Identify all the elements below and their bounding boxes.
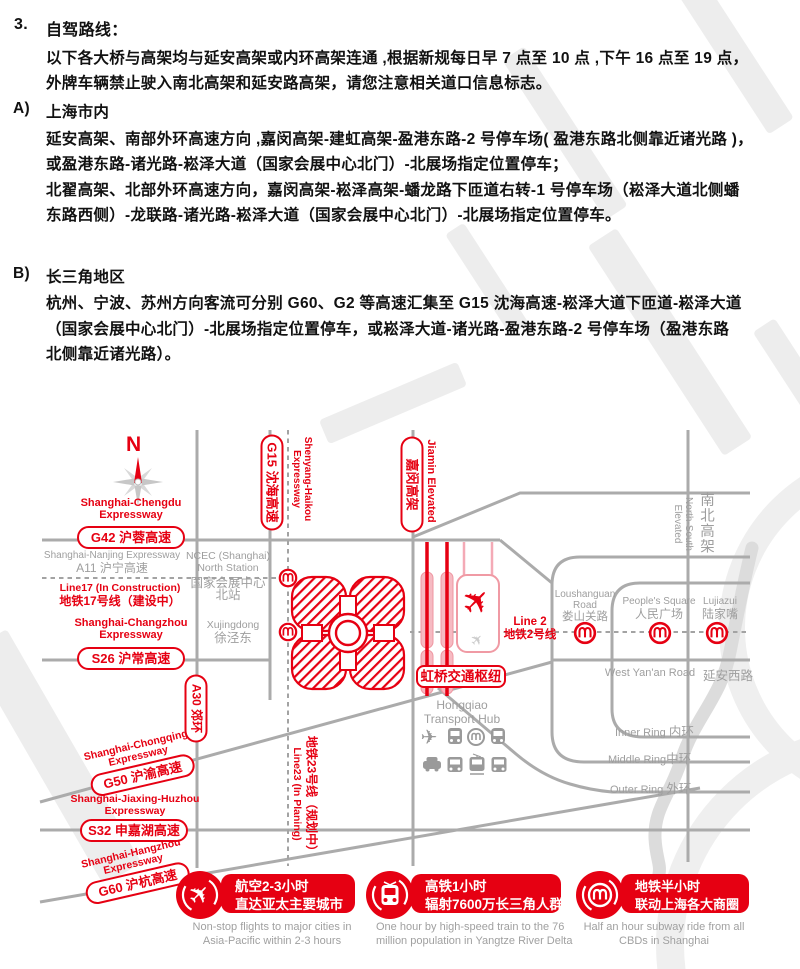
g42-badge: G42 沪蓉高速 — [77, 526, 185, 549]
ncec-station-label: NCEC (Shanghai)North Station 国家会展中心 北站 — [185, 550, 271, 602]
xujingdong-label: Xujingdong 徐泾东 — [206, 619, 260, 645]
line23-zh-label: 地铁23号线（规划中） — [304, 735, 319, 858]
a-line1: 延安高架、南部外环高速方向 ,嘉闵高架-建虹高架-盈港东路-2 号停车场( 盈港… — [46, 131, 754, 148]
a-line3: 北翟高架、北部外环高速方向，嘉闵高架-崧泽高架-蟠龙路下匝道右转-1 号停车场（… — [46, 182, 740, 199]
tram-icon — [469, 753, 485, 775]
section3-number: 3. — [14, 16, 28, 33]
bus2-icon — [491, 757, 507, 772]
west-yanan-zh-label: 延安西路 — [702, 669, 753, 683]
a-line4: 东路西侧）-龙联路-诸光路-崧泽大道（国家会展中心北门）-北展场指定位置停车。 — [46, 207, 621, 224]
a11-label: Shanghai-Nanjing Expressway A11 沪宁高速 — [43, 550, 181, 575]
west-yanan-en-label: West Yan'an Road — [604, 667, 696, 679]
compass-icon — [113, 457, 163, 506]
sectionB-label: B) — [13, 265, 30, 282]
train-icon — [366, 871, 414, 919]
highspeed-train-icon — [491, 728, 505, 744]
line23-en-label: Line23 (In Planing) — [291, 747, 303, 841]
intro-line2: 外牌车辆禁止驶入南北高架和延安路高架，请您注意相关道口信息标志。 — [46, 75, 552, 92]
b-line1: 杭州、宁波、苏州方向客流可分别 G60、G2 等高速汇集至 G15 沈海高速-崧… — [46, 295, 742, 312]
plane-icon: ✈ — [421, 727, 438, 749]
hub-transport-icons: ✈ — [421, 727, 507, 775]
north-south-elevated-zh-label: 南北高架 — [698, 492, 714, 554]
intro-line1: 以下各大桥与高架均与延安高架或内环高架连通 ,根据新规每日早 7 点至 10 点… — [46, 50, 749, 67]
station-lujiazui-label: Lujiazui 陆家嘴 — [701, 596, 738, 621]
necc-clover — [290, 575, 406, 691]
section3-title: 自驾路线： — [46, 22, 128, 39]
ring-outer-label: Outer Ring 外环 — [610, 782, 692, 796]
feature-flight-title: 航空2-3小时直达亚太主要城市 — [221, 874, 355, 913]
line17-label: Line17 (In Construction) 地铁17号线（建设中） — [59, 582, 181, 608]
car-icon — [423, 757, 441, 772]
train-icon — [448, 728, 462, 744]
metro-logo-icon — [467, 728, 485, 746]
b-line3: 北侧靠近诸光路）。 — [46, 346, 181, 363]
plane-icon: ✈ — [176, 871, 224, 919]
s32-badge: S32 申嘉湖高速 — [80, 819, 188, 842]
s26-badge: S26 沪常高速 — [77, 647, 185, 670]
jiamin-en-label: Jiamin Elevated — [425, 439, 437, 523]
sectionA-label: A) — [13, 100, 30, 117]
g15-badge: G15 沈海高速 — [260, 434, 284, 531]
ring-inner-label: Inner Ring 内环 — [615, 725, 694, 739]
station-peoples-square-label: People's Square 人民广场 — [622, 596, 696, 621]
bus-icon — [447, 757, 463, 772]
ring-middle-label: Middle Ring中环 — [608, 752, 692, 766]
b-line2: （国家会展中心北门）-北展场指定位置停车，或崧泽大道-诸光路-盈港东路-2 号停… — [46, 321, 730, 338]
sectionA-title: 上海市内 — [46, 104, 110, 121]
hongqiao-hub-graphic: ✈ ✈ — [420, 542, 501, 696]
hongqiao-badge: 虹桥交通枢纽 — [416, 665, 506, 688]
jiamin-badge: 嘉闵高架 — [400, 436, 424, 533]
compass-n-label: N — [126, 433, 142, 456]
feature-train-title: 高铁1小时辐射7600万长三角人群 — [411, 874, 563, 913]
feature-metro-title: 地铁半小时联动上海各大商圈 — [621, 874, 749, 913]
sectionB-title: 长三角地区 — [46, 269, 126, 286]
metro-icon — [576, 871, 624, 919]
a-line2: 或盈港东路-诸光路-崧泽大道（国家会展中心北门）-北展场指定位置停车； — [46, 156, 568, 173]
